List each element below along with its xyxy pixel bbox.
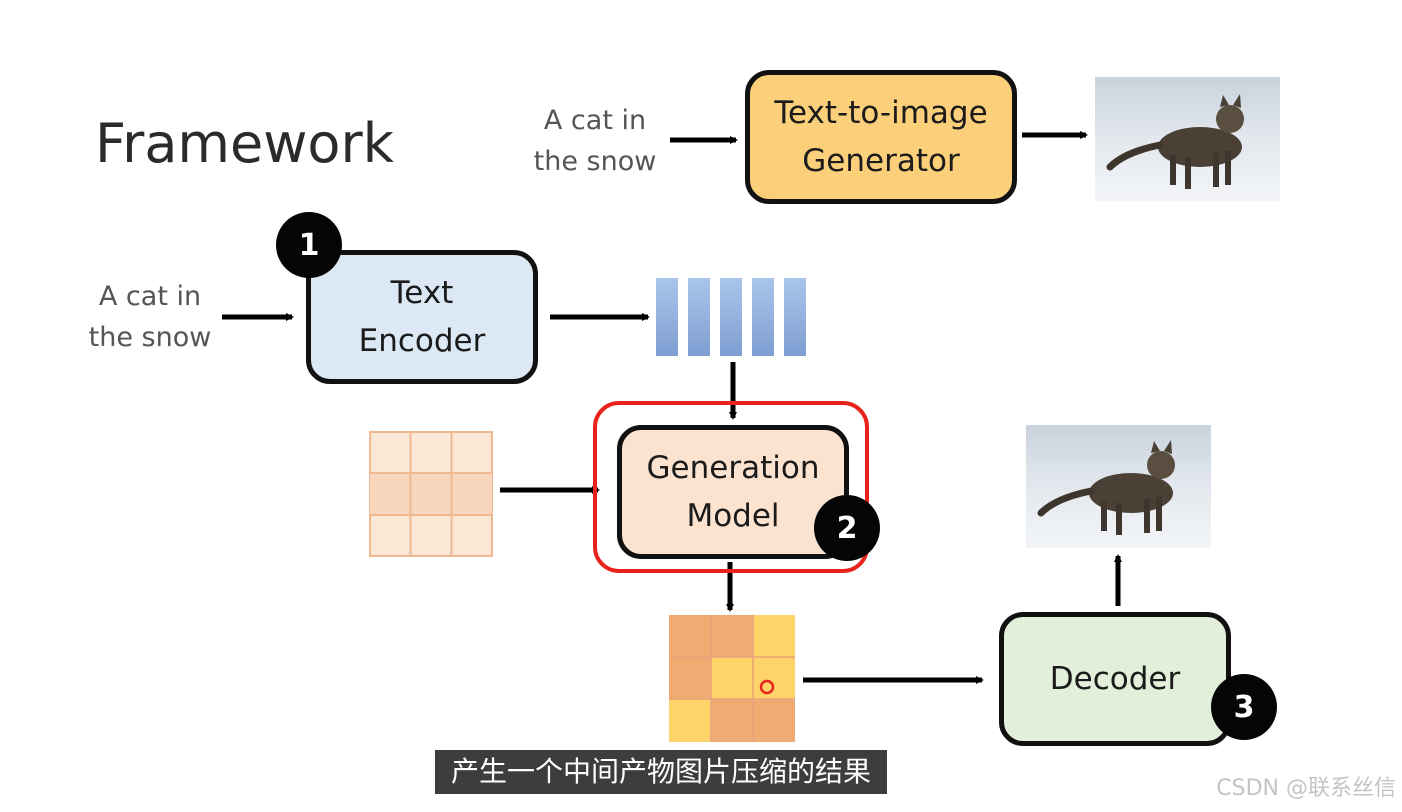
top-prompt-text: A cat in the snow: [533, 105, 657, 177]
embedding-bar: [656, 278, 678, 356]
generation-model-highlight: [593, 401, 869, 573]
compressed-latent-grid: [669, 615, 795, 742]
slide-title: Framework: [95, 112, 394, 175]
text-to-image-generator-box: Text-to-image Generator: [745, 70, 1017, 204]
step-badge-2: 2: [814, 495, 880, 561]
embedding-bar: [720, 278, 742, 356]
cat-image-decoded: [1026, 425, 1211, 548]
text-embedding-vectors: [656, 278, 808, 358]
encoder-prompt-text: A cat in the snow: [88, 281, 212, 353]
step-badge-1: 1: [276, 212, 342, 278]
decoder-box: Decoder: [999, 612, 1231, 746]
embedding-bar: [752, 278, 774, 356]
cat-image-top: [1095, 77, 1280, 201]
step-badge-3: 3: [1211, 674, 1277, 740]
csdn-watermark: CSDN @联系丝信: [1216, 776, 1396, 801]
text-encoder-box: Text Encoder: [306, 250, 538, 384]
noise-latent-grid: [369, 431, 493, 557]
generation-model-box: Generation Model: [617, 425, 849, 559]
video-subtitle: 产生一个中间产物图片压缩的结果: [435, 750, 888, 794]
embedding-bar: [688, 278, 710, 356]
cursor-dot-icon: [759, 679, 775, 695]
embedding-bar: [784, 278, 806, 356]
